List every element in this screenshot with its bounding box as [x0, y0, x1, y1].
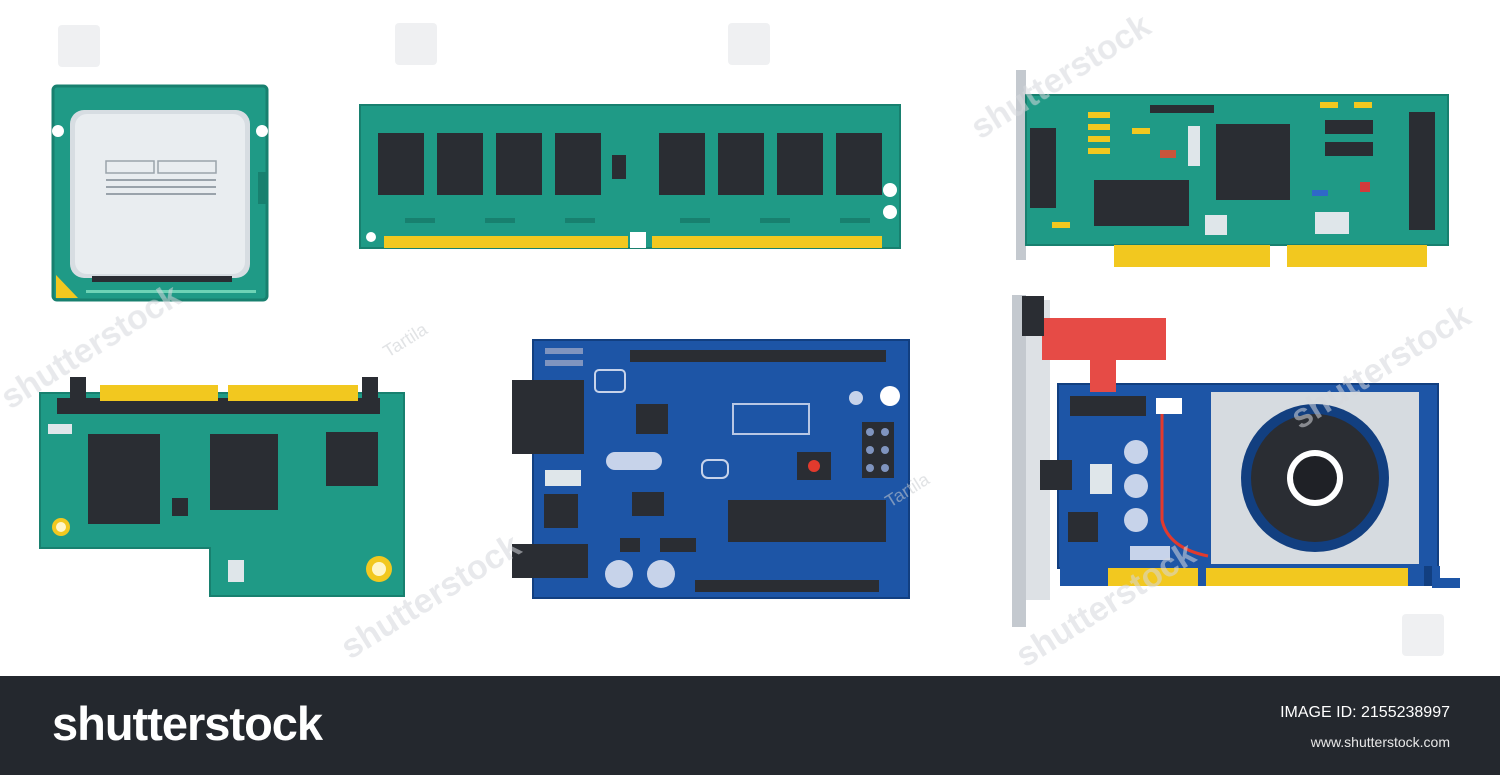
footer-bar: shutterstock IMAGE ID: 2155238997 www.sh… — [0, 676, 1500, 775]
watermark-artist: Tartila — [380, 318, 432, 361]
image-id-label: IMAGE ID: 2155238997 — [1280, 704, 1450, 721]
pci-expansion-card-icon — [1016, 70, 1449, 267]
cpu-processor-icon — [51, 84, 269, 302]
hardware-illustration: shutterstock shutterstock shutterstock s… — [0, 6, 1477, 674]
shutterstock-logo[interactable]: shutterstock — [52, 697, 323, 750]
microcontroller-board-icon — [512, 339, 910, 599]
ram-memory-module-icon — [359, 104, 901, 249]
ssd-module-icon — [39, 377, 405, 597]
graphics-card-icon — [1012, 295, 1460, 627]
site-url[interactable]: www.shutterstock.com — [1310, 734, 1450, 750]
